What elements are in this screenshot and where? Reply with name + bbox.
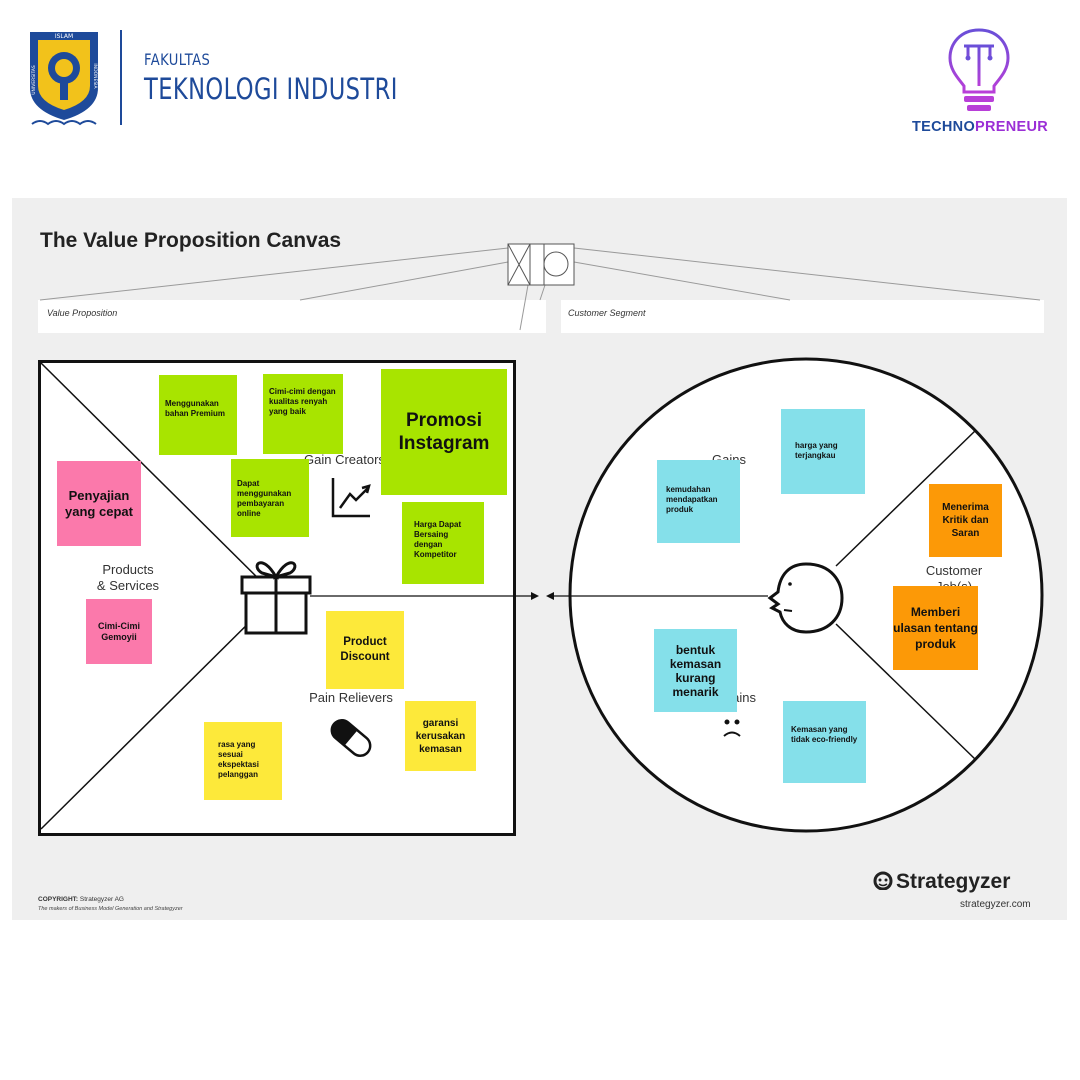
products-services-line2: & Services	[96, 578, 160, 593]
note-kemasan-eco: Kemasan yang tidak eco-friendly	[783, 701, 866, 783]
note-menerima-kritik: Menerima Kritik dan Saran	[929, 484, 1002, 557]
note-menggunakan-bahan: Menggunakan bahan Premium	[159, 375, 237, 455]
faculty-label: FAKULTAS	[144, 50, 211, 69]
note-garansi: garansi kerusakan kemasan	[405, 701, 476, 771]
note-product-discount: Product Discount	[326, 611, 404, 689]
gain-creators-label: Gain Creators	[304, 452, 384, 467]
brand-part-1: TECHNO	[912, 119, 976, 135]
makers-text: The makers of Business Model Generation …	[38, 906, 183, 912]
technopreneur-brand: TECHNOPRENEUR	[912, 119, 1048, 135]
strategyzer-brand: Strategyzer	[896, 870, 1011, 893]
strategyzer-logo-icon	[873, 871, 893, 891]
note-penyajian: Penyajian yang cepat	[57, 461, 141, 546]
pain-relievers-label: Pain Relievers	[309, 690, 393, 705]
copyright-label: COPYRIGHT:	[38, 896, 79, 903]
note-cimi-kualitas: Cimi-cimi dengan kualitas renyah yang ba…	[263, 374, 343, 454]
strategyzer-url: strategyzer.com	[960, 899, 1031, 910]
logo-arc-left: UNIVERSITAS	[31, 65, 37, 95]
value-proposition-header	[38, 300, 546, 333]
products-services-line1: Products	[102, 562, 154, 577]
header-divider	[120, 30, 122, 125]
note-rasa-sesuai: rasa yang sesuai ekspektasi pelanggan	[204, 722, 282, 800]
brand-part-2: PRENEUR	[975, 119, 1049, 135]
note-harga-bersaing: Harga Dapat Bersaing dengan Kompetitor	[402, 502, 484, 584]
note-harga-terjangkau: harga yang terjangkau	[781, 409, 865, 494]
strategyzer-logo: Strategyzer	[872, 870, 1010, 894]
note-pembayaran-online: Dapat menggunakan pembayaran online	[231, 459, 309, 537]
note-memberi-ulasan: Memberi ulasan tentang produk	[893, 586, 978, 670]
customer-segment-header	[561, 300, 1044, 333]
products-services-label: Products & Services	[88, 562, 168, 594]
lightbulb-icon	[948, 28, 1010, 111]
logo-arc-top: ISLAM	[55, 33, 73, 40]
logo-arc-right: INDONESIA	[92, 63, 98, 89]
note-kemudahan: kemudahan mendapatkan produk	[657, 460, 740, 543]
faculty-name: TEKNOLOGI INDUSTRI	[144, 72, 398, 106]
uii-logo: ISLAM UNIVERSITAS INDONESIA	[30, 32, 98, 126]
copyright-text: COPYRIGHT: Strategyzer AG	[38, 896, 124, 903]
canvas-title: The Value Proposition Canvas	[40, 229, 342, 252]
note-promosi-instagram: Promosi Instagram	[381, 369, 507, 495]
note-cimi-gemoyii: Cimi-Cimi Gemoyii	[86, 599, 152, 664]
customer-jobs-line1: Customer	[925, 563, 983, 578]
customer-segment-label: Customer Segment	[568, 308, 646, 318]
copyright-holder: Strategyzer AG	[79, 896, 124, 903]
value-proposition-label: Value Proposition	[47, 308, 118, 318]
note-bentuk-kemasan: bentuk kemasan kurang menarik	[654, 629, 737, 712]
